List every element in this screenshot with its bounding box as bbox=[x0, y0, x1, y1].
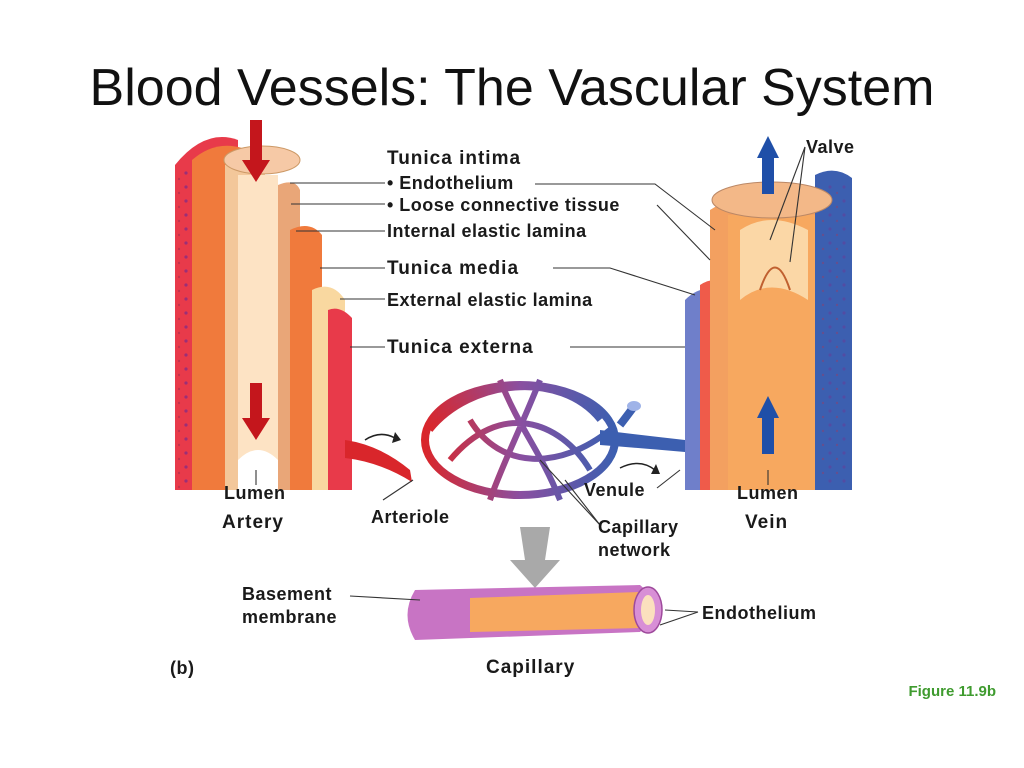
label-internal-elastic-lamina: Internal elastic lamina bbox=[387, 221, 587, 241]
detail-pointer-arrow bbox=[510, 527, 560, 588]
vein-flow-arrow-bottom bbox=[757, 396, 779, 418]
label-valve: Valve bbox=[806, 137, 855, 157]
arteriole-flow-arrow bbox=[364, 433, 396, 441]
figure-reference: Figure 11.9b bbox=[908, 683, 996, 700]
label-venule: Venule bbox=[584, 480, 645, 500]
vein-valve bbox=[740, 220, 808, 300]
label-capillary-network-line1: Capillary bbox=[598, 517, 679, 537]
capillary-detail bbox=[407, 585, 663, 640]
vein-flow-arrows bbox=[757, 136, 779, 454]
label-artery: Artery bbox=[222, 512, 284, 533]
label-lumen-vein: Lumen bbox=[737, 483, 799, 503]
venule-vessel bbox=[600, 430, 685, 452]
label-tunica-media: Tunica media bbox=[387, 258, 519, 279]
venule-flow-arrow bbox=[619, 462, 656, 471]
label-endothelium-capillary: Endothelium bbox=[702, 603, 817, 623]
label-basement-membrane-line1: Basement bbox=[242, 584, 332, 604]
label-capillary: Capillary bbox=[486, 657, 575, 678]
label-tunica-intima: Tunica intima bbox=[387, 148, 521, 169]
vein-cross-section bbox=[685, 170, 852, 491]
artery-flow-arrow-bottom bbox=[250, 383, 262, 418]
label-arteriole: Arteriole bbox=[371, 507, 450, 527]
label-endothelium-bullet: • Endothelium bbox=[387, 173, 514, 193]
diagram-labels: Tunica intima • Endothelium • Loose conn… bbox=[170, 137, 855, 678]
artery-lumen bbox=[238, 175, 278, 490]
leader-lines bbox=[255, 146, 806, 626]
label-tunica-externa: Tunica externa bbox=[387, 337, 534, 358]
label-loose-connective-tissue: • Loose connective tissue bbox=[387, 195, 620, 215]
label-external-elastic-lamina: External elastic lamina bbox=[387, 290, 593, 310]
capillary-endothelium bbox=[470, 592, 650, 632]
capillary-network bbox=[345, 378, 685, 502]
artery-cross-section bbox=[175, 137, 352, 491]
artery-flow-arrows bbox=[242, 120, 270, 440]
artery-flow-arrow-top bbox=[250, 120, 262, 160]
label-vein: Vein bbox=[745, 512, 788, 533]
label-capillary-network-line2: network bbox=[598, 540, 671, 560]
arteriole-vessel bbox=[345, 440, 412, 482]
capillary-mesh bbox=[427, 378, 612, 502]
label-basement-membrane-line2: membrane bbox=[242, 607, 337, 627]
vein-flow-arrow-top bbox=[757, 136, 779, 158]
slide-title: Blood Vessels: The Vascular System bbox=[89, 59, 935, 117]
label-lumen-artery: Lumen bbox=[224, 483, 286, 503]
panel-label: (b) bbox=[170, 658, 194, 678]
